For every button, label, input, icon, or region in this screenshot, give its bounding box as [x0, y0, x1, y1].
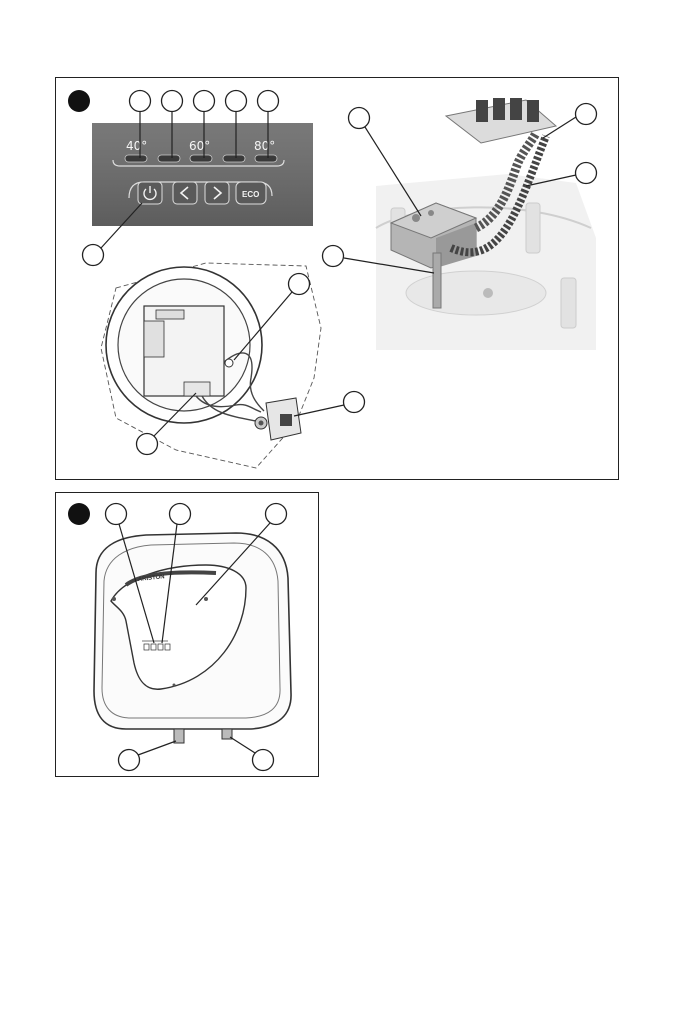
control-panel-photo: 40° 60° 80°	[92, 123, 313, 226]
module-photo	[376, 98, 596, 350]
callout-circle	[106, 504, 127, 525]
increase-button[interactable]	[205, 182, 229, 204]
callout-circle	[83, 245, 104, 266]
power-button[interactable]	[138, 182, 162, 204]
callout-circle	[226, 91, 247, 112]
callout-circle	[349, 108, 370, 129]
callout-circle	[266, 504, 287, 525]
callout-circle	[289, 274, 310, 295]
led-indicator-4	[223, 155, 245, 162]
callout-circle	[194, 91, 215, 112]
figure-number-badge	[68, 90, 90, 112]
callout-circle	[137, 434, 158, 455]
callout-circle	[162, 91, 183, 112]
decrease-button[interactable]	[173, 182, 197, 204]
callout-circle	[323, 246, 344, 267]
figure-2-drawing: ARISTON	[56, 493, 320, 778]
callout-circle	[258, 91, 279, 112]
callout-circle	[119, 750, 140, 771]
figure-1-panel: 40° 60° 80°	[55, 77, 619, 480]
temp-label-40: 40°	[126, 139, 147, 153]
led-indicator-1	[125, 155, 147, 162]
callout-circle	[253, 750, 274, 771]
callout-circle	[576, 163, 597, 184]
eco-button[interactable]: ECO	[236, 182, 266, 204]
callout-circle	[344, 392, 365, 413]
wiring-diagram	[101, 263, 321, 468]
led-indicator-5	[255, 155, 277, 162]
figure-1-drawing: 40° 60° 80°	[56, 78, 620, 481]
callout-circle	[576, 104, 597, 125]
led-indicator-3	[190, 155, 212, 162]
water-heater-drawing: ARISTON	[94, 533, 291, 743]
callout-circle	[170, 504, 191, 525]
led-indicator-2	[158, 155, 180, 162]
callout-circle	[130, 91, 151, 112]
temp-label-80: 80°	[254, 139, 275, 153]
figure-number-badge	[68, 503, 90, 525]
eco-button-label: ECO	[242, 190, 259, 199]
figure-2-panel: ARISTON	[55, 492, 319, 777]
temp-label-60: 60°	[189, 139, 210, 153]
